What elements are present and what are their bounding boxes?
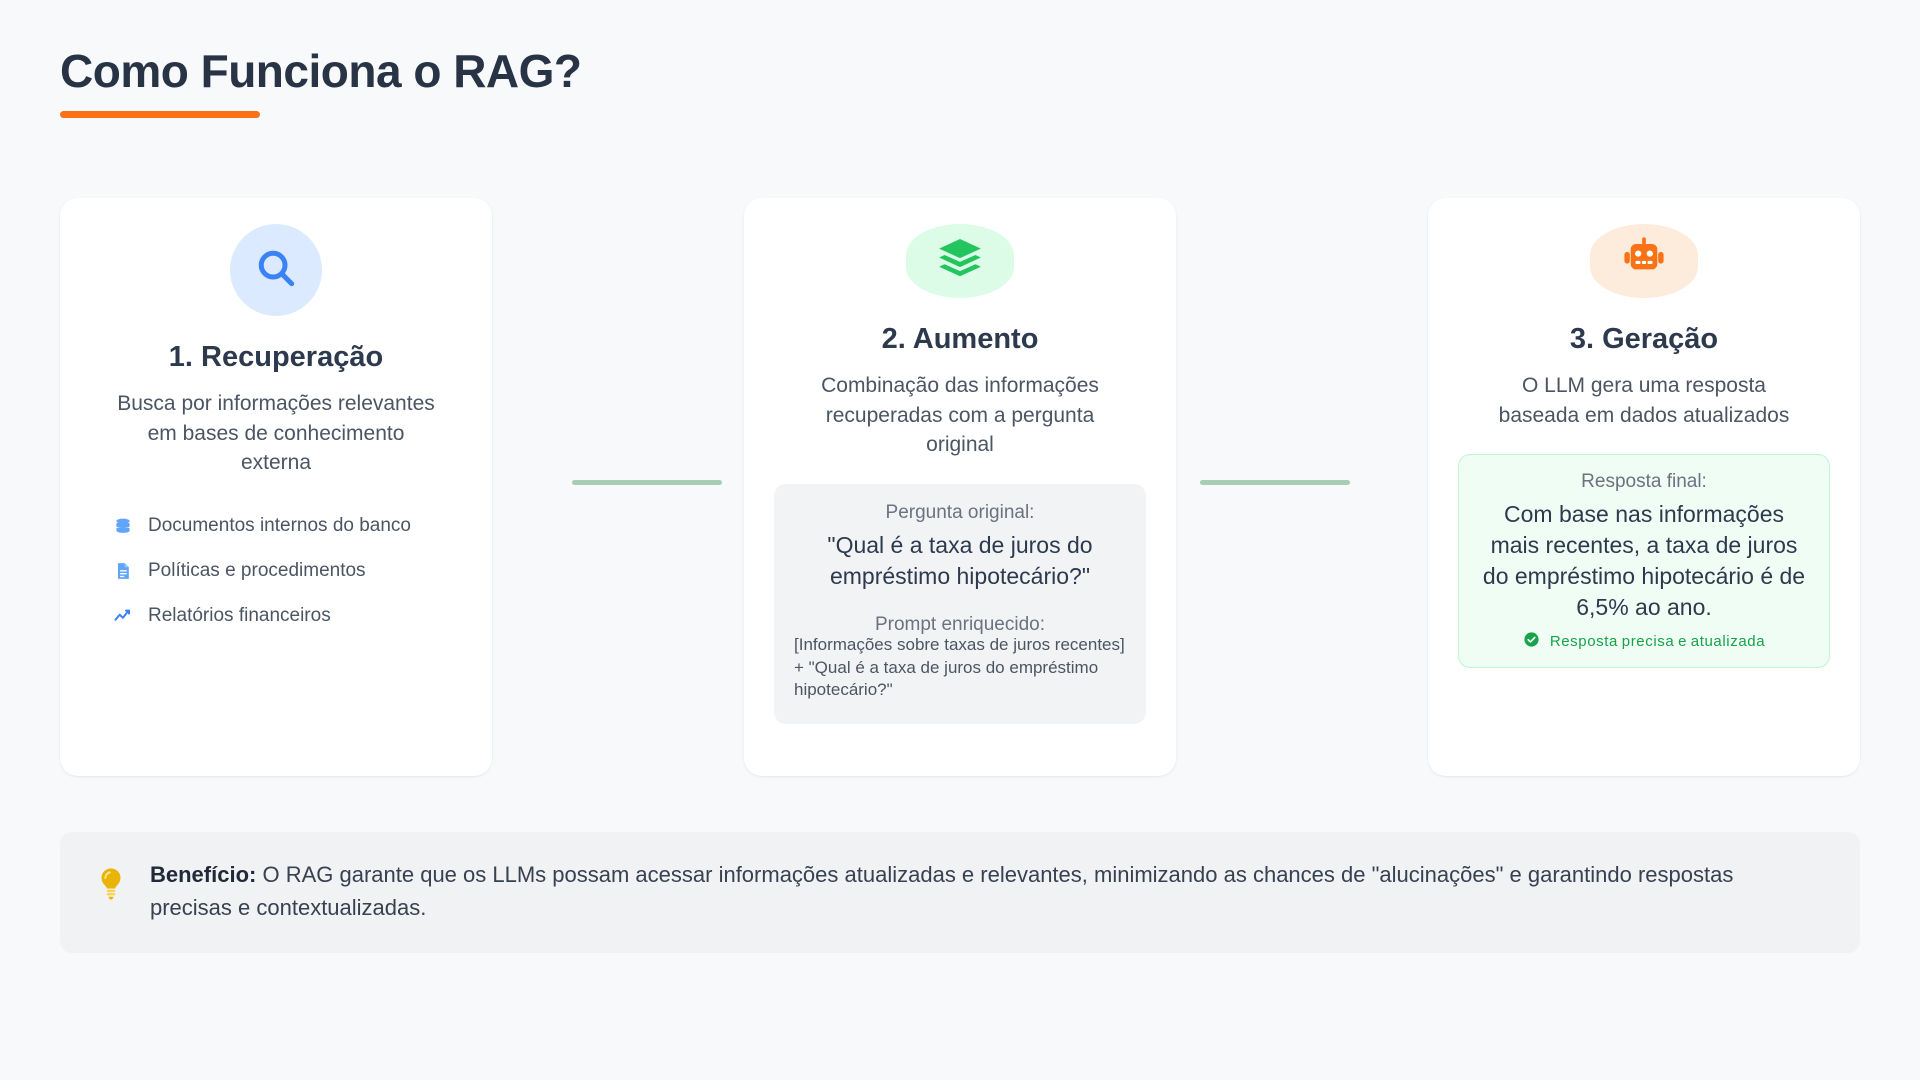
final-answer-status: Resposta precisa e atualizada <box>1549 633 1766 651</box>
original-question-text: "Qual é a taxa de juros do empréstimo hi… <box>827 532 1093 590</box>
header: Como Funciona o RAG? <box>60 46 582 118</box>
benefit-text: Benefício: O RAG garante que os LLMs pos… <box>150 858 1790 925</box>
enriched-prompt-label: Prompt enriquecido: <box>874 613 1046 635</box>
robot-icon-badge <box>1590 224 1698 298</box>
list-item: Políticas e procedimentos <box>112 559 462 584</box>
connector-line-2 <box>1200 480 1350 485</box>
step-title: 2. Aumento <box>881 323 1039 355</box>
layers-icon-badge <box>906 224 1014 298</box>
search-icon-badge <box>230 224 322 316</box>
final-answer-footer: Resposta precisa e atualizada <box>1477 631 1811 653</box>
check-circle-icon <box>1523 631 1540 653</box>
lightbulb-icon <box>94 864 128 904</box>
original-question-label: Pergunta original: <box>885 502 1035 524</box>
list-item-label: Relatórios financeiros <box>148 604 331 626</box>
connector-line-1 <box>572 480 722 485</box>
benefit-label: Benefício: <box>150 862 257 887</box>
step-description: O LLM gera uma resposta baseada em dados… <box>1498 373 1790 427</box>
benefit-body: O RAG garante que os LLMs possam acessar… <box>150 862 1734 921</box>
step-card-geracao[interactable]: 3. Geração O LLM gera uma resposta basea… <box>1428 198 1860 776</box>
list-item-label: Políticas e procedimentos <box>148 559 366 581</box>
enriched-prompt-text: [Informações sobre taxas de juros recent… <box>794 634 1125 700</box>
robot-icon <box>1619 234 1669 289</box>
layers-icon <box>935 234 985 289</box>
database-icon <box>112 516 134 538</box>
final-answer-label: Resposta final: <box>1581 471 1707 493</box>
step-description: Combinação das informações recuperadas c… <box>821 373 1099 457</box>
search-icon <box>253 245 299 296</box>
list-item: Documentos internos do banco <box>112 514 462 539</box>
feature-list: Documentos internos do banco Políticas e… <box>90 514 462 648</box>
benefit-banner: Benefício: O RAG garante que os LLMs pos… <box>60 832 1860 953</box>
step-card-aumento[interactable]: 2. Aumento Combinação das informações re… <box>744 198 1176 776</box>
list-item-label: Documentos internos do banco <box>148 515 411 537</box>
document-icon <box>112 560 134 582</box>
step-title: 1. Recuperação <box>168 341 384 373</box>
steps-row: 1. Recuperação Busca por informações rel… <box>60 198 1860 778</box>
prompt-snippet-box: Pergunta original: "Qual é a taxa de jur… <box>774 484 1146 725</box>
page-title: Como Funciona o RAG? <box>60 45 582 97</box>
step-description: Busca por informações relevantes em base… <box>117 391 435 475</box>
step-card-recuperacao[interactable]: 1. Recuperação Busca por informações rel… <box>60 198 492 776</box>
step-title: 3. Geração <box>1569 323 1719 355</box>
title-accent-rule <box>60 110 260 118</box>
final-answer-box: Resposta final: Com base nas informações… <box>1458 454 1830 668</box>
chart-line-icon <box>112 605 134 627</box>
list-item: Relatórios financeiros <box>112 604 462 629</box>
final-answer-text: Com base nas informações mais recentes, … <box>1482 501 1806 620</box>
